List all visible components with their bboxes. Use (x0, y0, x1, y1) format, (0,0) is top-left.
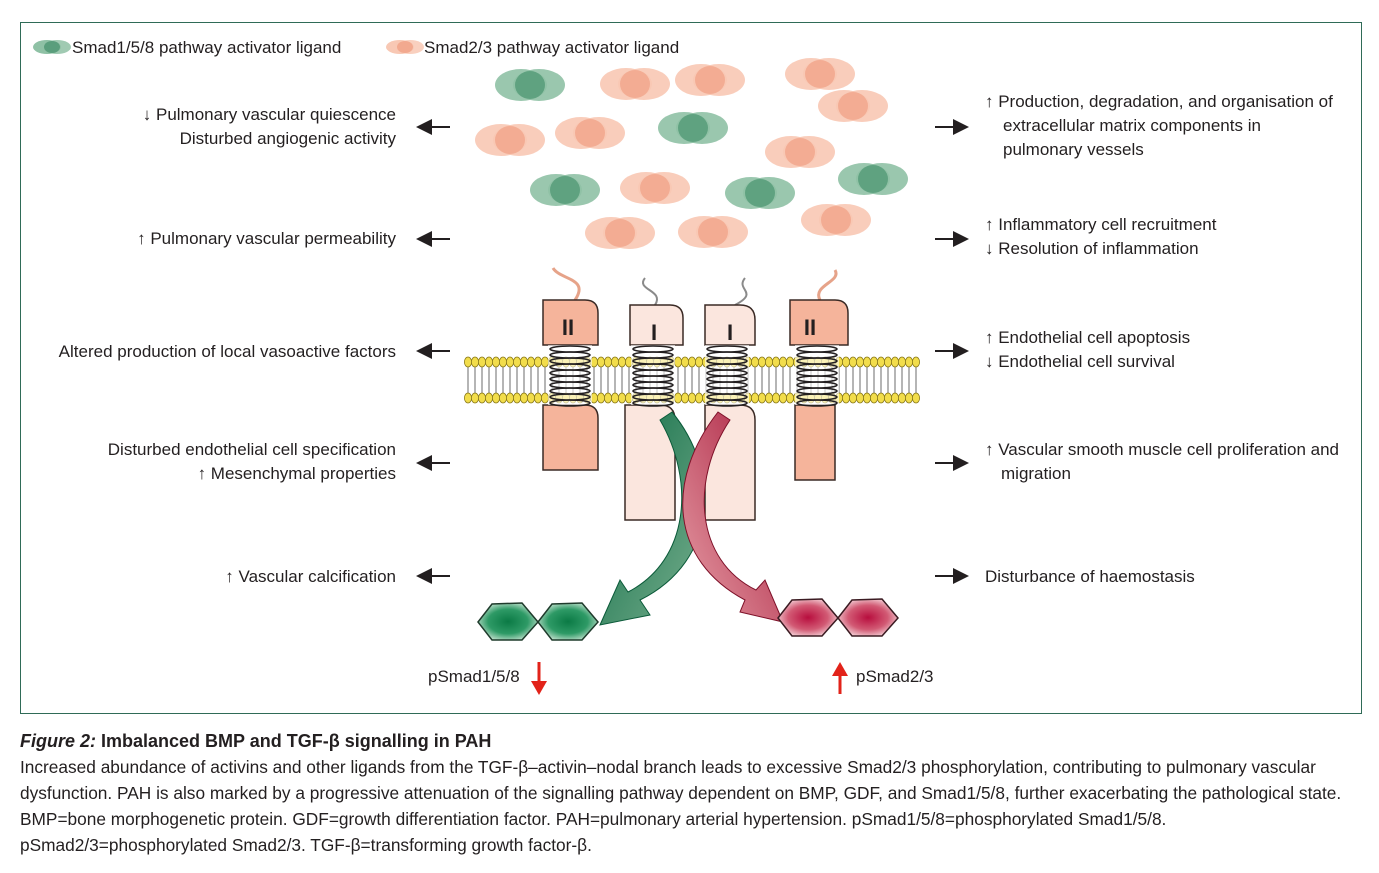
caption-title: Figure 2: Imbalanced BMP and TGF-β signa… (20, 728, 1365, 754)
caption-title-text: Imbalanced BMP and TGF-β signalling in P… (96, 731, 492, 751)
receptor-type-ii-left: II (542, 267, 599, 471)
transmembrane-helices (548, 345, 839, 407)
svg-text:II: II (562, 315, 574, 340)
psmad158-down-arrow-icon (531, 662, 547, 695)
right-effect-arrows (935, 119, 969, 584)
helix (795, 345, 839, 407)
right-effect-smooth-muscle: ↑ Vascular smooth muscle cell proliferat… (985, 440, 1340, 483)
smad23-ligand (675, 64, 745, 96)
smad23-ligand (678, 216, 748, 248)
left-effect-calcification: ↑ Vascular calcification (225, 567, 396, 586)
svg-text:II: II (804, 315, 816, 340)
smad158-ligand (725, 177, 795, 209)
right-effect-inflammation: ↑ Inflammatory cell recruitment↓ Resolut… (985, 215, 1217, 258)
smad158-ligand (530, 174, 600, 206)
smad23-ligand (620, 172, 690, 204)
helix (548, 345, 592, 407)
smad23-ligand (555, 117, 625, 149)
left-effect-arrows (416, 119, 450, 584)
legend-peach-ligand-icon (386, 40, 424, 54)
right-effect-extracellular-matrix: ↑ Production, degradation, and organisat… (985, 92, 1333, 159)
lipid-heads (463, 356, 921, 404)
receptor-type-ii-right: II (789, 269, 849, 481)
helix (705, 345, 749, 407)
figure-caption: Figure 2: Imbalanced BMP and TGF-β signa… (20, 728, 1365, 858)
right-effect-apoptosis: ↑ Endothelial cell apoptosis↓ Endothelia… (985, 328, 1191, 371)
legend-smad158-label: Smad1/5/8 pathway activator ligand (72, 38, 342, 57)
cell-membrane (463, 356, 921, 404)
smad23-ligand (801, 204, 871, 236)
psmad158-label: pSmad1/5/8 (428, 667, 520, 686)
helix (631, 345, 675, 407)
caption-figure-label: Figure 2: (20, 731, 97, 751)
smad23-ligand (785, 58, 855, 90)
right-effect-haemostasis: Disturbance of haemostasis (985, 567, 1195, 586)
psmad158-green-hexagons (477, 602, 599, 641)
psmad23-up-arrow-icon (832, 662, 848, 694)
legend-smad23-label: Smad2/3 pathway activator ligand (424, 38, 680, 57)
smad23-ligand (585, 217, 655, 249)
psmad23-label: pSmad2/3 (856, 667, 934, 686)
smad23-ligand (600, 68, 670, 100)
legend-green-ligand-icon (33, 40, 71, 54)
left-effect-permeability: ↑ Pulmonary vascular permeability (137, 229, 396, 248)
ligand-cloud (475, 58, 908, 249)
svg-text:I: I (651, 320, 657, 345)
figure-frame (20, 22, 1362, 714)
left-effect-vasoactive: Altered production of local vasoactive f… (58, 342, 396, 361)
smad158-ligand (658, 112, 728, 144)
caption-body: Increased abundance of activins and othe… (20, 757, 1342, 855)
svg-text:I: I (727, 320, 733, 345)
smad23-ligand (475, 124, 545, 156)
smad23-ligand (765, 136, 835, 168)
smad23-ligand (818, 90, 888, 122)
psmad23-red-hexagons (777, 598, 899, 637)
smad158-ligand (495, 69, 565, 101)
left-effect-endothelial-specification: Disturbed endothelial cell specification… (107, 440, 396, 483)
smad158-ligand (838, 163, 908, 195)
